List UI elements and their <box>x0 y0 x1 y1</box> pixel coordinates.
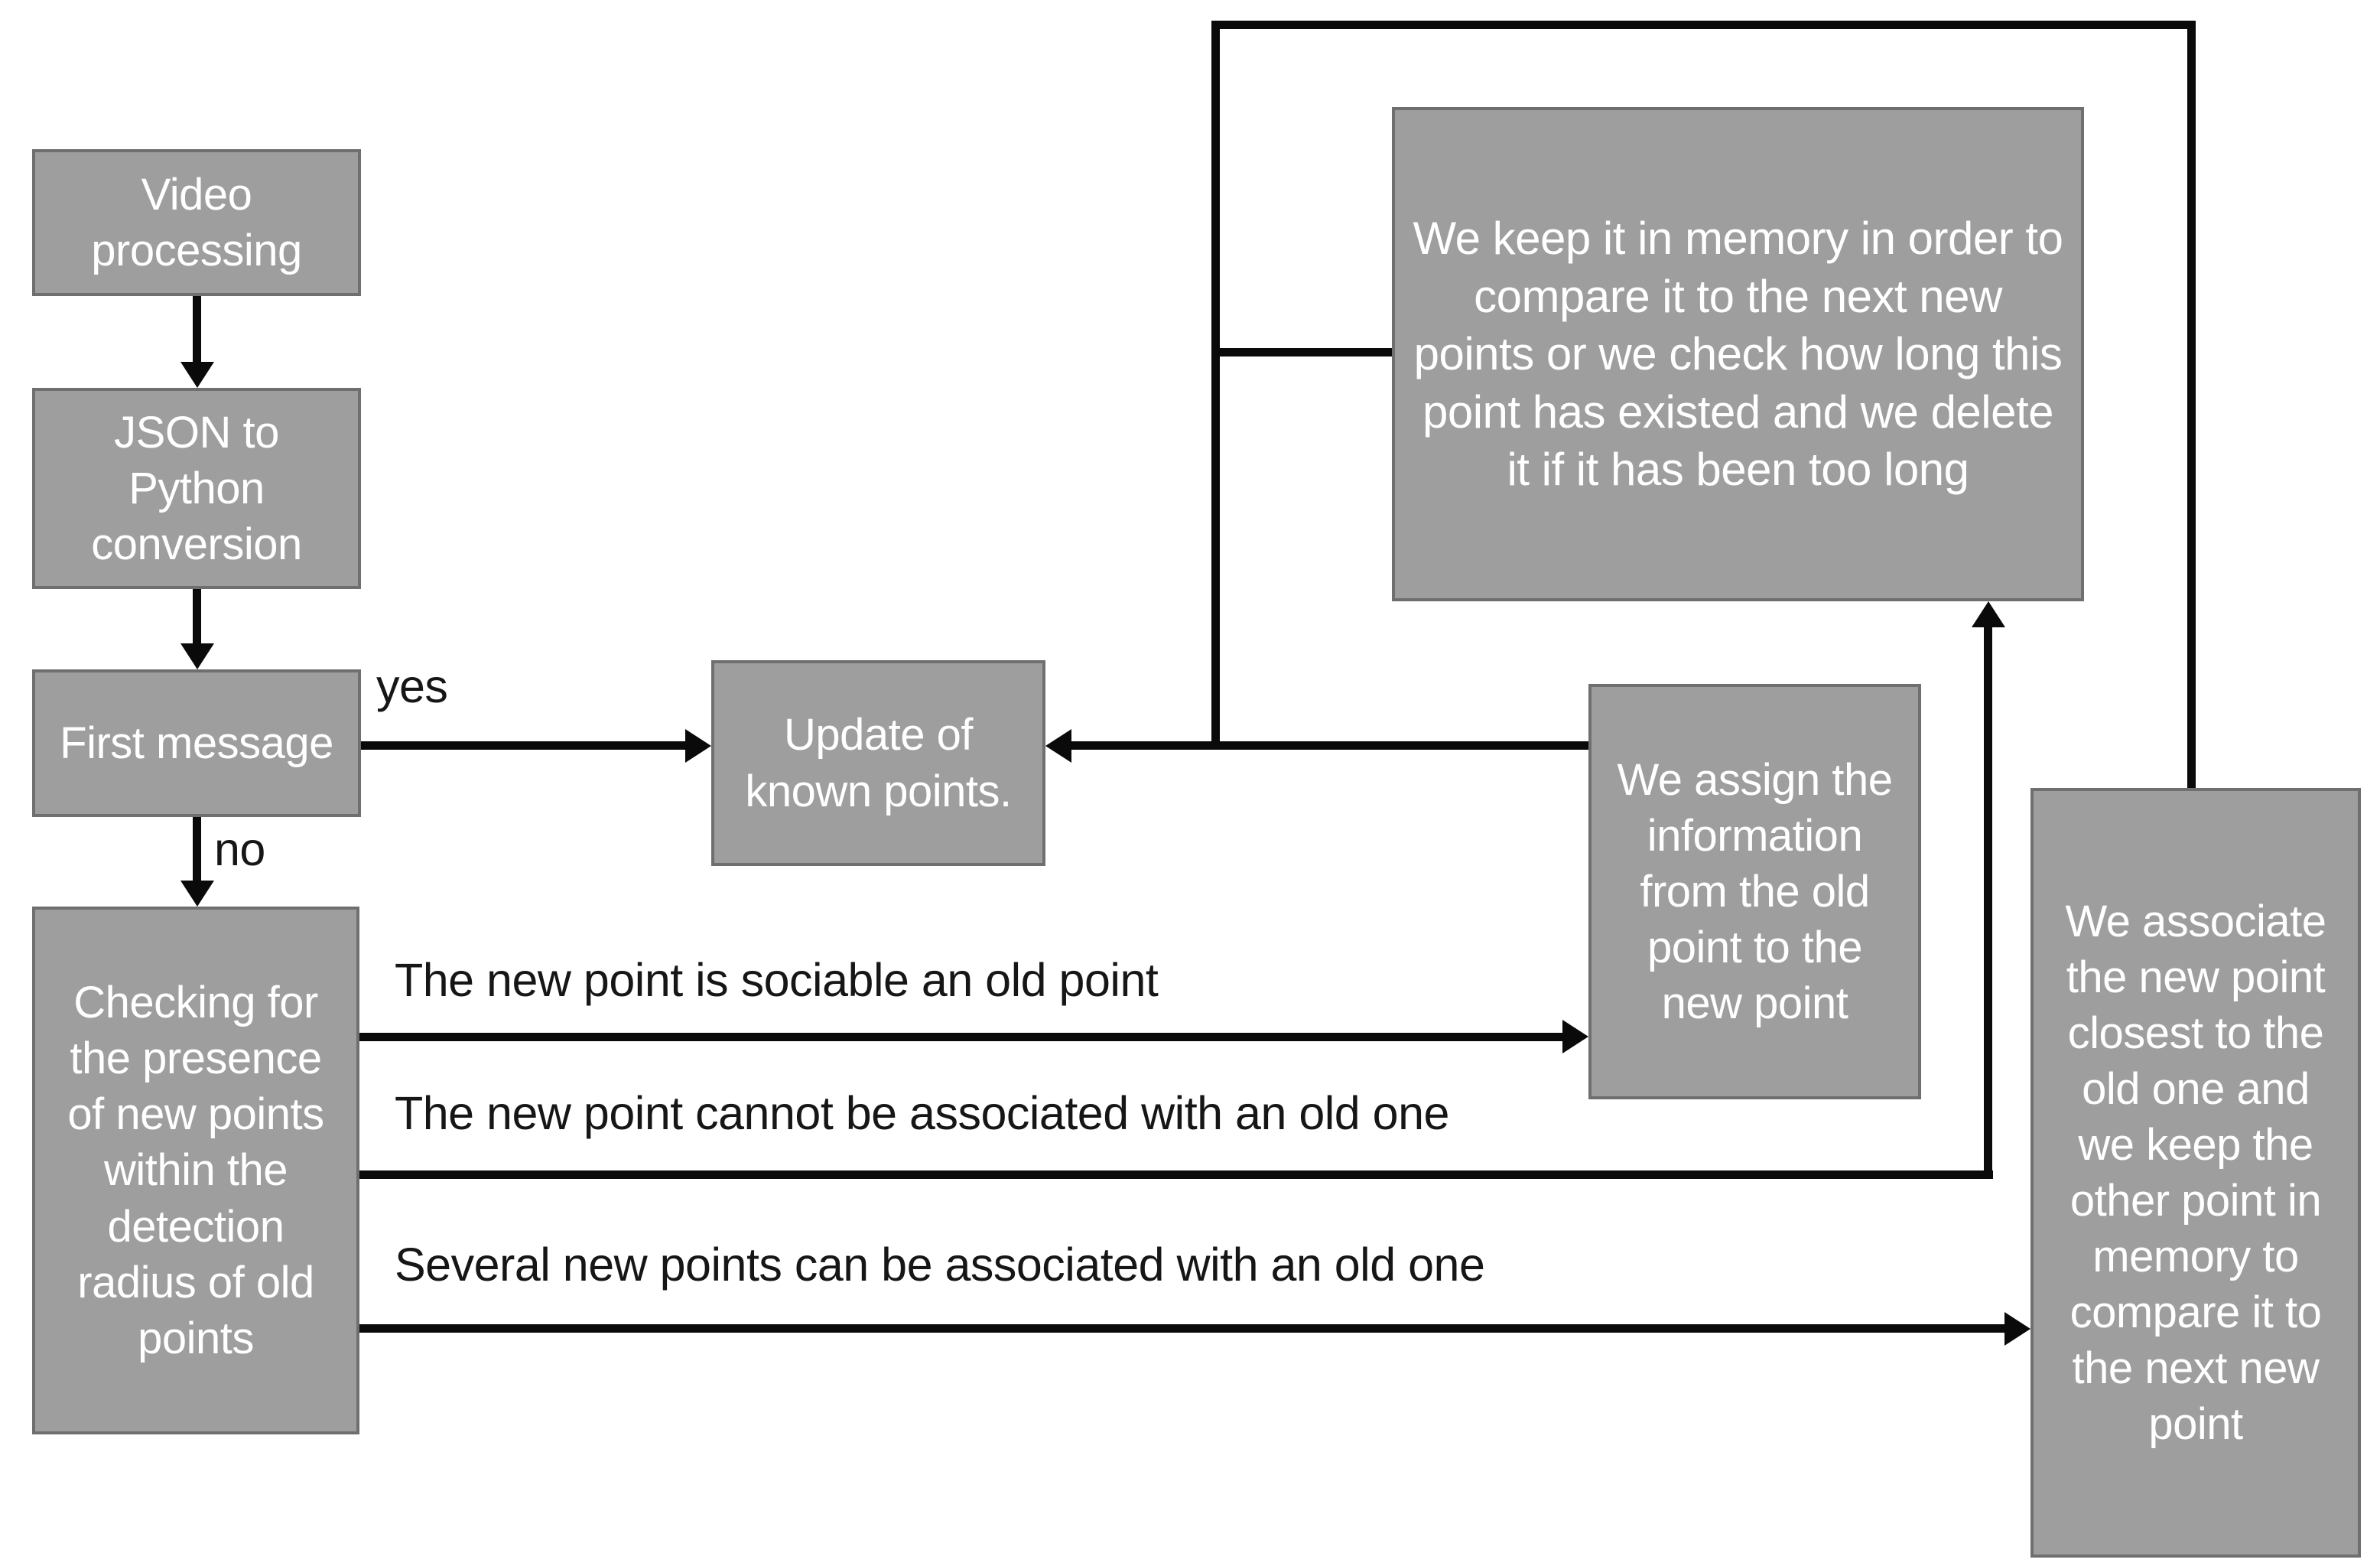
arrowhead-into-update <box>1045 729 1071 763</box>
node-first-message-label: First message <box>60 718 333 768</box>
node-json-to-python-conversion: JSON to Python conversion <box>32 388 361 589</box>
node-keep-in-memory-label: We keep it in memory in order to compare… <box>1413 213 2063 496</box>
arrowhead-checking-to-keep <box>1972 601 2005 627</box>
node-keep-in-memory: We keep it in memory in order to compare… <box>1392 107 2084 601</box>
edge-json-to-first <box>193 589 201 645</box>
edge-checking-to-keep-horizontal <box>359 1170 1993 1179</box>
edge-label-yes: yes <box>376 660 448 712</box>
node-assign-information: We assign the information from the old p… <box>1588 684 1921 1099</box>
edge-label-cannot-associate: The new point cannot be associated with … <box>395 1087 1449 1139</box>
edge-video-to-json <box>193 296 201 363</box>
node-video-processing-label: Video processing <box>91 169 302 275</box>
arrowhead-first-no-to-checking <box>180 881 214 907</box>
node-video-processing: Video processing <box>32 149 361 296</box>
edge-first-yes-to-update <box>361 741 687 750</box>
node-associate-closest-point-label: We associate the new point closest to th… <box>2065 896 2326 1450</box>
node-checking-new-points: Checking for the presence of new points … <box>32 907 359 1434</box>
node-associate-closest-point: We associate the new point closest to th… <box>2030 788 2361 1558</box>
edge-branch-to-keep <box>1216 348 1392 357</box>
edge-checking-to-assign <box>359 1033 1564 1041</box>
edge-return-top-horizontal <box>1211 21 2196 29</box>
node-checking-new-points-label: Checking for the presence of new points … <box>67 978 324 1363</box>
edge-assign-to-update <box>1070 741 1588 750</box>
edge-checking-to-associate <box>359 1324 2006 1333</box>
edge-first-no-to-checking <box>193 817 201 882</box>
arrowhead-checking-to-assign <box>1562 1020 1588 1053</box>
edge-label-several-points: Several new points can be associated wit… <box>395 1239 1485 1291</box>
arrowhead-video-to-json <box>180 362 214 388</box>
arrowhead-json-to-first <box>180 643 214 669</box>
node-update-known-points: Update of known points. <box>711 660 1045 866</box>
edge-label-no: no <box>214 823 265 875</box>
arrowhead-checking-to-associate <box>2004 1312 2030 1346</box>
edge-associate-top-vertical <box>2187 21 2196 788</box>
node-update-known-points-label: Update of known points. <box>745 710 1012 816</box>
edge-return-left-vertical <box>1211 21 1220 746</box>
edge-label-sociable: The new point is sociable an old point <box>395 954 1159 1006</box>
node-assign-information-label: We assign the information from the old p… <box>1617 754 1893 1029</box>
arrowhead-first-yes-to-update <box>685 729 711 763</box>
node-first-message: First message <box>32 669 361 817</box>
edge-checking-to-keep-vertical <box>1984 627 1992 1179</box>
node-json-to-python-conversion-label: JSON to Python conversion <box>91 407 302 570</box>
